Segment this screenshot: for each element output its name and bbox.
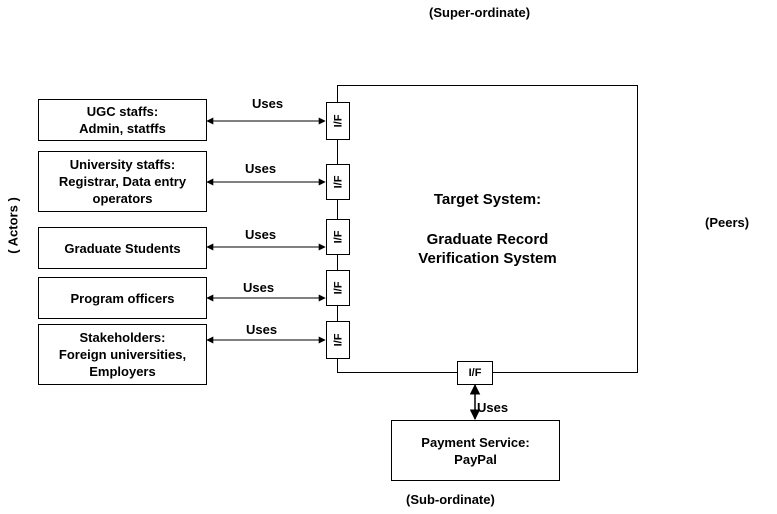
- edge-label-ugc-staffs: Uses: [252, 96, 284, 111]
- edge-label-graduate-students: Uses: [245, 227, 277, 242]
- interface-port-program-officers: I/F: [326, 270, 350, 306]
- interface-port-ugc-staffs: I/F: [326, 102, 350, 140]
- actor-ugc-staffs: UGC staffs: Admin, statffs: [38, 99, 207, 141]
- actor-stakeholders: Stakeholders: Foreign universities, Empl…: [38, 324, 207, 385]
- target-system-name: Graduate Record Verification System: [418, 231, 557, 267]
- payment-service-box: Payment Service: PayPal: [391, 420, 560, 481]
- actor-graduate-students: Graduate Students: [38, 227, 207, 269]
- interface-port-stakeholders: I/F: [326, 321, 350, 359]
- interface-port-graduate-students: I/F: [326, 219, 350, 255]
- actors-label: ( Actors ): [5, 197, 21, 254]
- actor-university-staffs: University staffs: Registrar, Data entry…: [38, 151, 207, 212]
- edge-label-program-officers: Uses: [243, 280, 275, 295]
- edge-label-stakeholders: Uses: [246, 322, 278, 337]
- sub-ordinate-label: (Sub-ordinate): [406, 492, 495, 507]
- target-system-title: Target System:: [433, 191, 542, 208]
- actor-program-officers: Program officers: [38, 277, 207, 319]
- super-ordinate-label: (Super-ordinate): [429, 5, 531, 20]
- peers-label: (Peers): [705, 215, 750, 230]
- interface-port-university-staffs: I/F: [326, 164, 350, 200]
- edge-label-payment-service: Uses: [477, 400, 509, 415]
- target-system-box: [337, 85, 638, 373]
- interface-port-payment-service: I/F: [457, 361, 493, 385]
- edge-label-university-staffs: Uses: [245, 161, 277, 176]
